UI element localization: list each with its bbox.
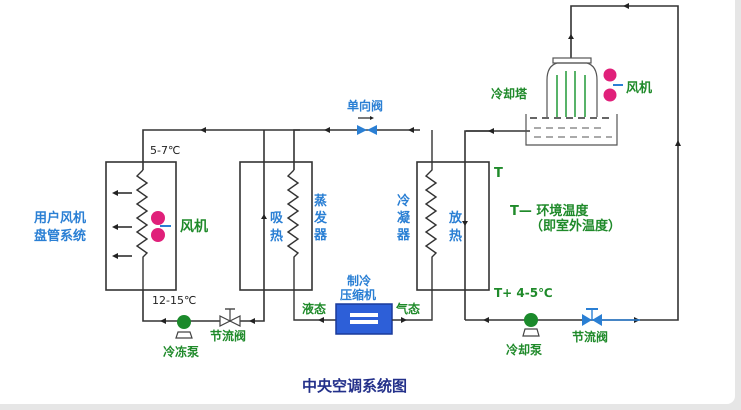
flow-arrow [483,317,489,323]
tower-fan-icon [603,68,623,102]
flow-arrow [675,140,681,146]
temp-t-plus-label: T+ 4-5℃ [494,286,553,300]
liquid-state-label: 液态 [302,301,326,316]
condenser-name-3: 器 [396,228,411,243]
gas-state-label: 气态 [395,301,420,316]
chilled-pump-label: 冷冻泵 [163,344,199,359]
tower-fan-label: 风机 [626,80,652,96]
user-system-label-2: 盘管系统 [34,228,86,244]
flow-arrow [200,127,206,133]
compressor-icon[interactable] [335,303,393,335]
flow-arrow [160,318,166,324]
evaporator-side-label-1: 吸 [270,211,284,226]
flow-arrow [488,128,494,134]
chilled-return-pipe [142,162,265,322]
condenser-name-1: 冷 [397,193,410,209]
flow-arrow [623,3,629,9]
airflow-arrows [112,190,132,259]
throttle-valve-left-icon[interactable] [219,308,241,327]
user-system-label-1: 用户风机 [33,210,86,226]
flow-arrow [249,318,255,324]
right-valve-label: 节流阀 [572,329,608,344]
diagram-canvas: 风机 用户风机 盘管系统 5-7℃ 12-15℃ 冷冻泵 节流阀 吸 热 蒸 发… [0,0,735,404]
legend-line-1: T— 环境温度 [510,203,589,219]
cooling-tower-label: 冷却塔 [491,86,528,101]
flow-arrow [462,221,468,226]
compressor-label-1: 制冷 [347,273,371,288]
condenser-coil [392,130,438,321]
evaporator-coil [286,169,340,321]
compressor-label-2: 压缩机 [340,287,376,302]
user-fan-label: 风机 [180,218,208,235]
cooling-tower-icon [525,57,618,146]
flow-arrow [401,317,407,323]
throttle-valve-right-icon[interactable] [582,308,602,326]
evaporator-name-1: 蒸 [314,193,327,209]
cooling-water-pump-icon[interactable] [522,313,540,337]
left-valve-label: 节流阀 [210,328,246,343]
check-valve-icon[interactable] [357,116,377,135]
chilled-water-pump-icon[interactable] [175,315,193,339]
fan-coil [135,169,149,290]
flow-arrow [568,34,574,39]
check-valve-label: 单向阀 [347,98,383,113]
cooling-water-return-pipe [465,5,679,321]
condenser-box [416,161,490,291]
refrigerant-top-pipe [293,129,420,170]
evaporator-box [239,161,313,291]
return-temp: 12-15℃ [152,294,196,307]
flow-arrow [408,127,414,133]
evaporator-name-3: 器 [313,228,328,243]
cooling-water-pipe-left [464,130,492,320]
flow-arrow [261,214,267,219]
evaporator-side-label-2: 热 [270,228,283,244]
fan-coil-box [105,161,177,291]
fan-icon [151,211,171,242]
condenser-side-label-2: 热 [449,228,462,244]
evaporator-name-2: 发 [313,210,328,226]
diagram-title: 中央空调系统图 [302,377,407,395]
supply-temp: 5-7℃ [150,144,180,157]
legend-line-2: （即室外温度） [530,218,621,234]
chilled-supply-pipe [142,129,300,170]
flow-arrow [324,127,330,133]
condenser-side-label-1: 放 [448,210,463,226]
flow-arrow [318,317,324,323]
cooling-pump-label: 冷却泵 [506,342,542,357]
condenser-name-2: 凝 [397,210,411,226]
temp-t-label: T [494,166,503,181]
